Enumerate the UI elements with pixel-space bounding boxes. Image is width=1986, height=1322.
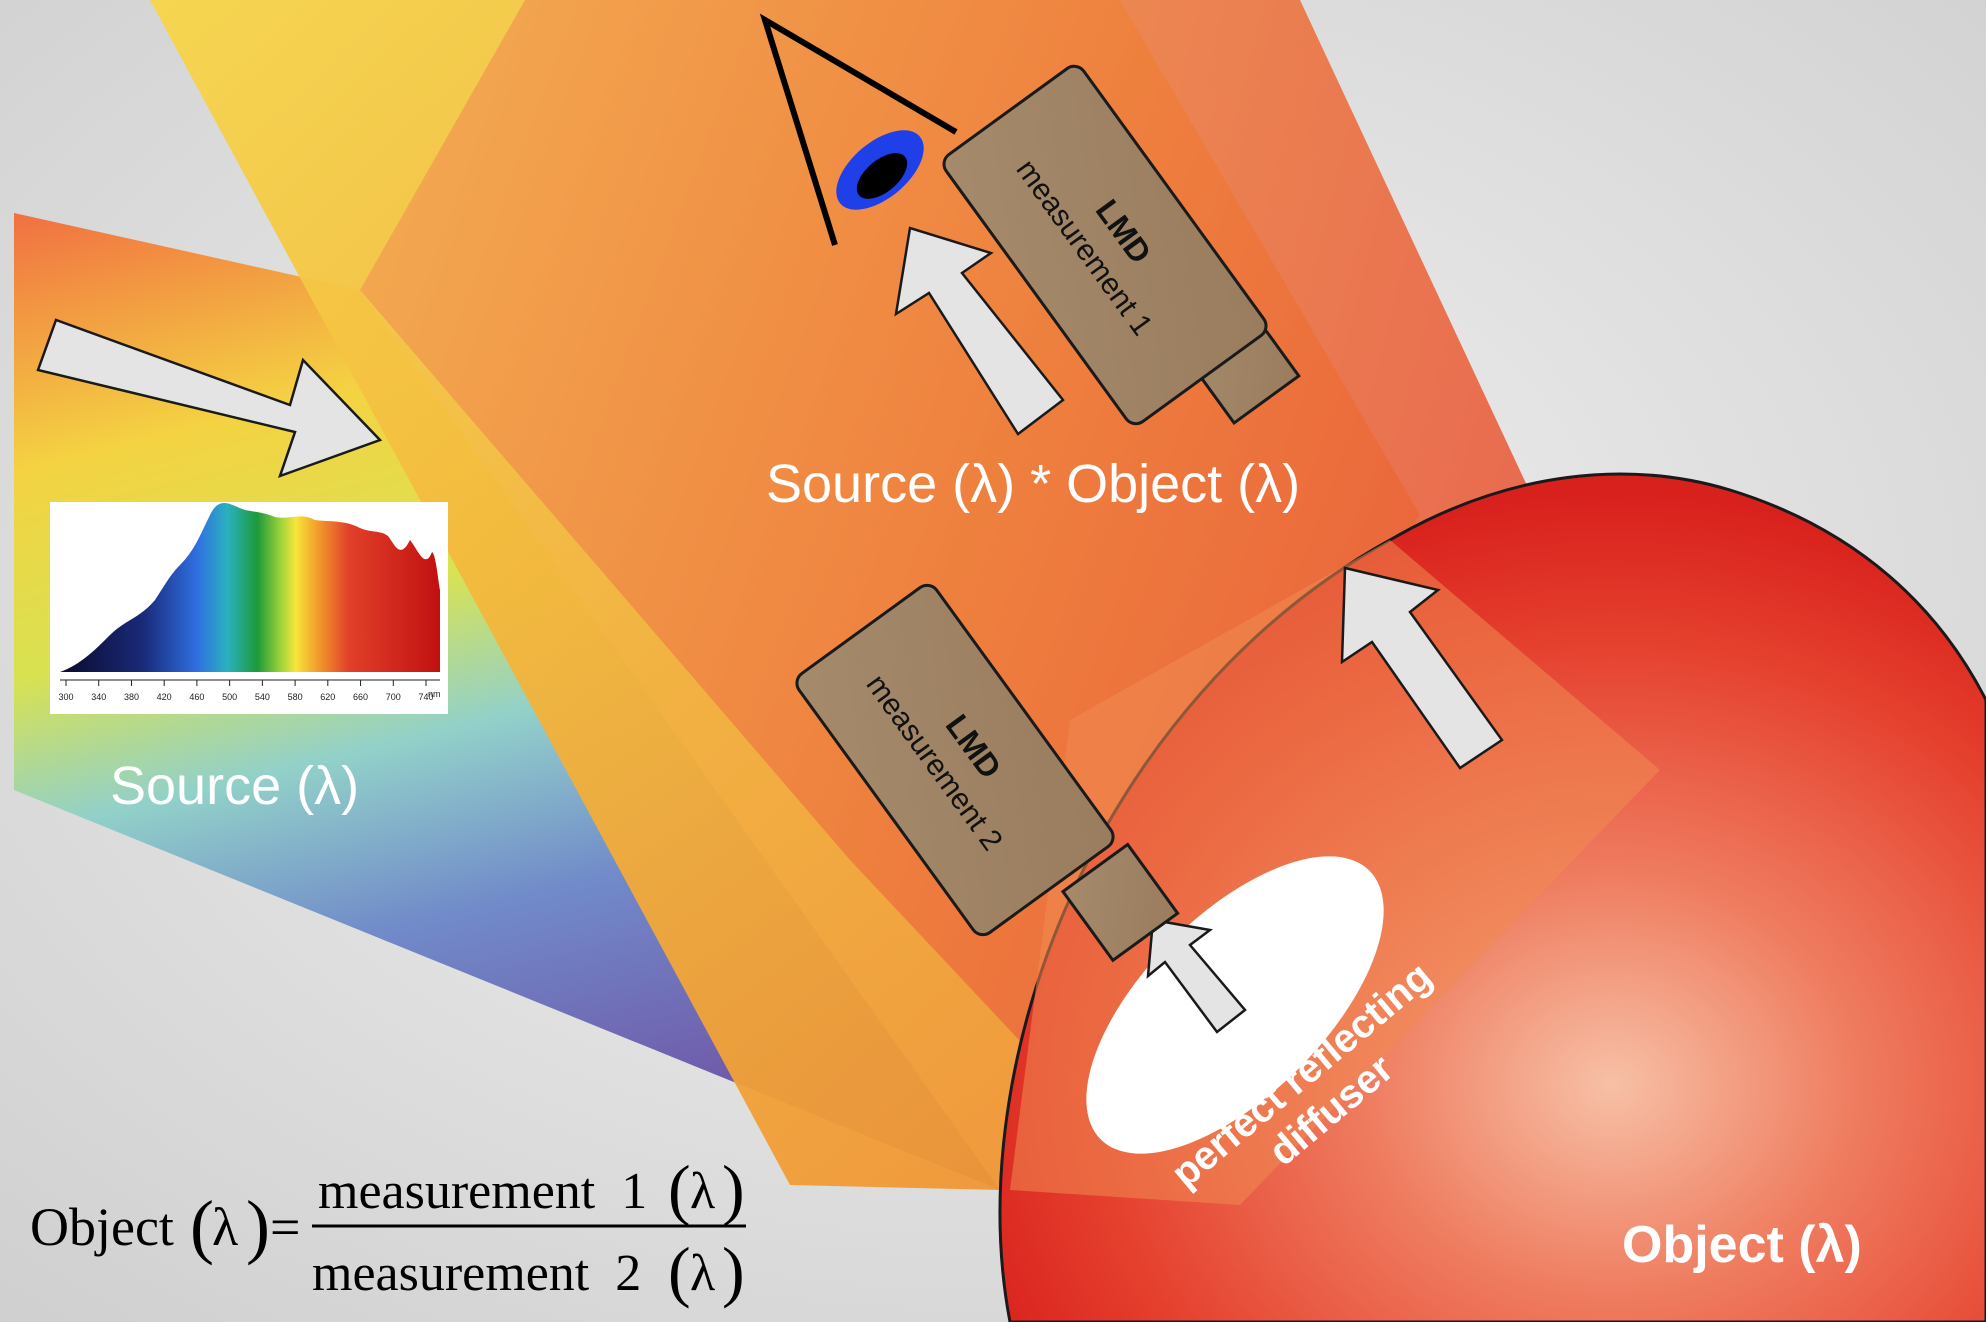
ratio-formula: Object ( λ ) = measurement 1 ( λ ) measu… — [30, 1151, 746, 1309]
source-times-object-label: Source (λ) * Object (λ) — [766, 454, 1300, 514]
spectrum-tick-label: 380 — [124, 692, 139, 702]
reflected-arrow-2 — [1340, 566, 1504, 770]
incident-arrow — [36, 318, 383, 479]
spectrum-tick-label: 540 — [255, 692, 270, 702]
formula-num-close: ) — [722, 1151, 745, 1227]
spectrum-axis-unit: nm — [428, 689, 441, 699]
spectrum-tick-label: 460 — [189, 692, 204, 702]
formula-den-arg: λ — [690, 1245, 715, 1302]
object-label: Object (λ) — [1622, 1216, 1862, 1274]
formula-open-paren: ( — [190, 1186, 214, 1266]
spectrum-axis-ticks: 300 340 380 420 460 500 540 580 620 660 700 740 — [58, 680, 434, 702]
spectrum-tick-label: 700 — [386, 692, 401, 702]
formula-lhs-arg: λ — [212, 1197, 238, 1257]
lmd-2: LMD measurement 2 — [795, 583, 1180, 963]
spectrum-tick-label: 620 — [320, 692, 335, 702]
formula-num-arg: λ — [690, 1163, 715, 1220]
formula-num-open: ( — [668, 1151, 691, 1227]
formula-den-close: ) — [722, 1233, 745, 1309]
formula-denominator: measurement 2 — [312, 1245, 641, 1302]
reflected-arrow-1 — [894, 226, 1065, 436]
diffuser-arrow — [1146, 918, 1247, 1034]
spectrum-tick-label: 340 — [91, 692, 106, 702]
formula-den-open: ( — [668, 1233, 691, 1309]
eye-icon — [759, 13, 958, 246]
formula-numerator: measurement 1 — [318, 1163, 647, 1220]
spectrum-tick-label: 300 — [58, 692, 73, 702]
formula-equals: = — [270, 1197, 300, 1257]
spectrum-curve — [60, 503, 440, 672]
spectrum-tick-label: 500 — [222, 692, 237, 702]
lmd-2-nozzle — [1060, 842, 1180, 963]
lmd-1: LMD measurement 1 — [942, 64, 1301, 426]
spectrum-tick-label: 660 — [353, 692, 368, 702]
spectrum-tick-label: 580 — [288, 692, 303, 702]
lmd-2-body — [795, 583, 1115, 937]
source-label: Source (λ) — [110, 756, 359, 816]
formula-close-paren: ) — [246, 1186, 270, 1266]
lmd-1-body — [942, 64, 1268, 426]
formula-lhs: Object — [30, 1197, 174, 1257]
source-spectrum-inset: 300 340 380 420 460 500 540 580 620 660 700 740 nm — [50, 502, 448, 714]
spectrum-tick-label: 740 — [418, 692, 433, 702]
spectrum-tick-label: 420 — [157, 692, 172, 702]
